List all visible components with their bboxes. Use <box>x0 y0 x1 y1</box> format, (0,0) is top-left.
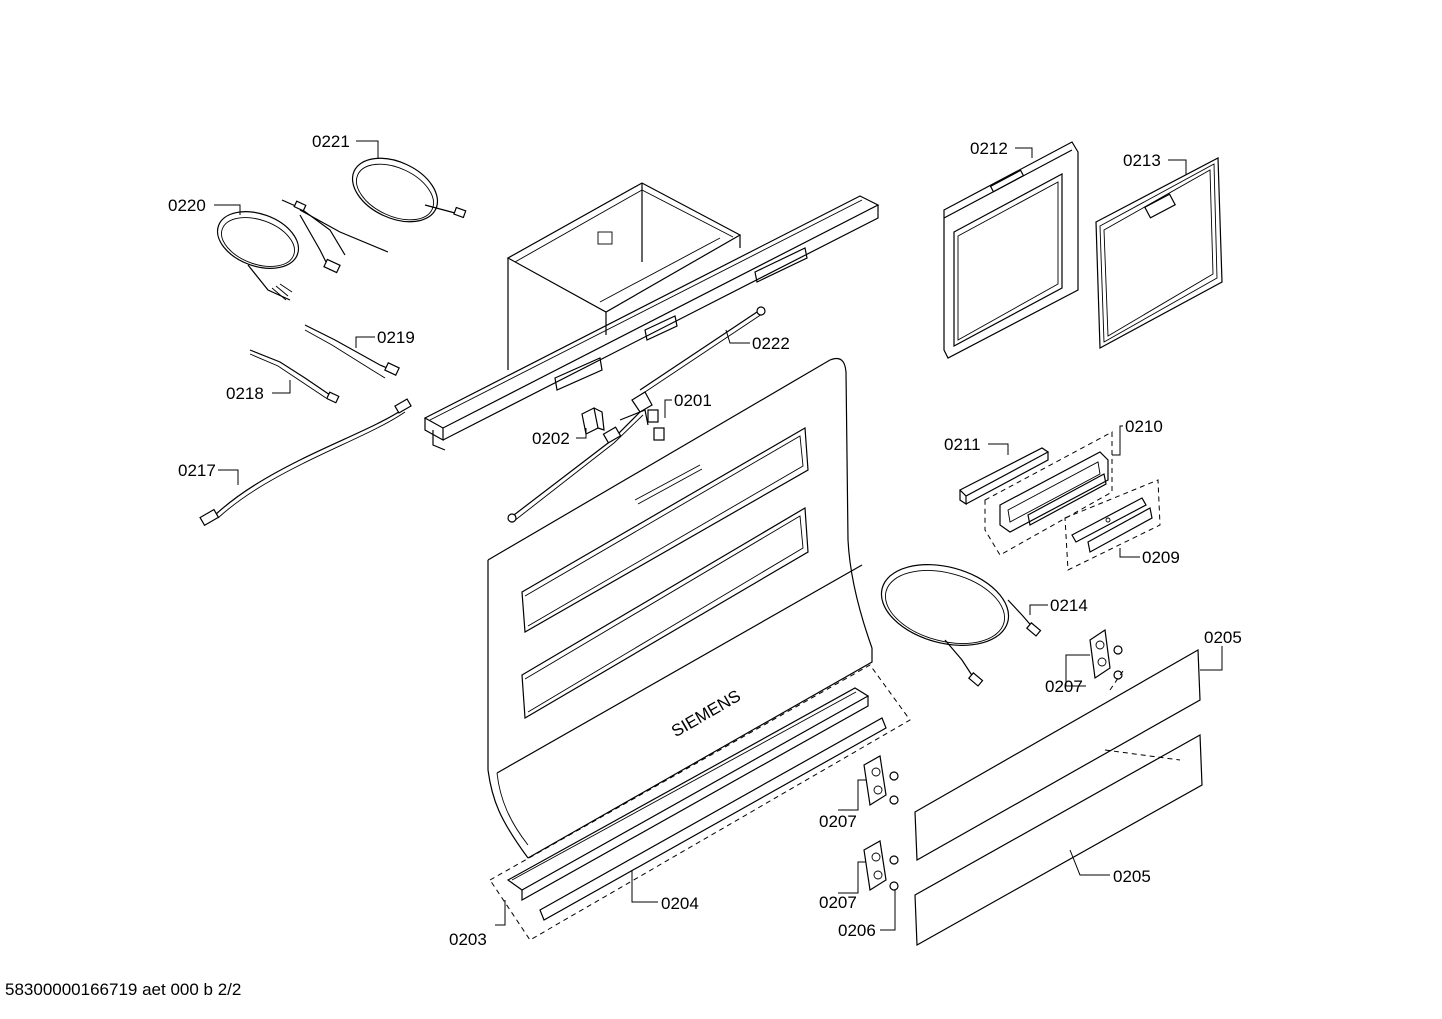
label-0219[interactable]: 0219 <box>377 328 415 347</box>
group-outline-0209 <box>1064 479 1161 571</box>
label-0206[interactable]: 0206 <box>838 921 876 940</box>
part-0219-harness[interactable] <box>304 324 400 379</box>
label-0218[interactable]: 0218 <box>226 384 264 403</box>
part-0201-sensor[interactable] <box>507 391 665 523</box>
part-0202-clip[interactable] <box>581 407 605 435</box>
label-0222[interactable]: 0222 <box>752 334 790 353</box>
label-0213[interactable]: 0213 <box>1123 151 1161 170</box>
label-0203[interactable]: 0203 <box>449 930 487 949</box>
part-0205-panel-upper[interactable] <box>914 648 1201 862</box>
part-0211-bracket[interactable] <box>958 447 1050 506</box>
label-0207-middle[interactable]: 0207 <box>819 812 857 831</box>
label-0207-lower[interactable]: 0207 <box>819 893 857 912</box>
part-0214-cable[interactable] <box>872 551 1042 687</box>
brand-logo: SIEMENS <box>668 686 744 741</box>
label-0205-lower[interactable]: 0205 <box>1113 867 1151 886</box>
part-0207-hinge-middle[interactable] <box>863 755 899 806</box>
label-0214[interactable]: 0214 <box>1050 596 1088 615</box>
assembly-line-0205 <box>1109 667 1126 691</box>
part-0207-hinge-upper[interactable] <box>1089 628 1123 680</box>
part-0212-filter-frame[interactable] <box>943 141 1079 359</box>
document-code: 58300000166719 aet 000 b 2/2 <box>5 980 242 999</box>
part-upper-rail[interactable] <box>423 195 880 451</box>
leader-lines <box>214 140 1223 931</box>
label-0217[interactable]: 0217 <box>178 461 216 480</box>
label-0220[interactable]: 0220 <box>168 196 206 215</box>
label-0204[interactable]: 0204 <box>661 894 699 913</box>
part-0209-strip[interactable] <box>1071 497 1153 553</box>
assembly-line-0205b <box>1104 749 1181 761</box>
part-0207-hinge-lower[interactable] <box>863 840 899 891</box>
group-outline-0210 <box>984 431 1113 556</box>
label-0210[interactable]: 0210 <box>1125 417 1163 436</box>
part-0220-cable[interactable] <box>210 201 307 301</box>
part-labels: 0221 0220 0219 0218 0217 0222 0201 0202 … <box>168 132 1242 949</box>
part-0213-grease-filter[interactable] <box>1095 157 1223 349</box>
label-0201[interactable]: 0201 <box>674 391 712 410</box>
part-0204-rail[interactable] <box>506 687 887 921</box>
part-0217-cable[interactable] <box>199 398 412 527</box>
part-0205-panel-lower[interactable] <box>914 733 1203 947</box>
label-0209[interactable]: 0209 <box>1142 548 1180 567</box>
label-0212[interactable]: 0212 <box>970 139 1008 158</box>
part-0218-harness[interactable] <box>249 349 340 404</box>
group-outline-0203 <box>489 664 911 941</box>
label-0202[interactable]: 0202 <box>532 429 570 448</box>
label-0211[interactable]: 0211 <box>944 435 981 454</box>
part-0222-rod[interactable] <box>639 306 766 395</box>
label-0205-upper[interactable]: 0205 <box>1204 628 1242 647</box>
part-harness-upper[interactable] <box>281 199 389 274</box>
part-0210-switch-housing[interactable] <box>999 451 1109 533</box>
label-0207-upper[interactable]: 0207 <box>1045 677 1083 696</box>
part-0221-cable[interactable] <box>342 146 467 235</box>
label-0221[interactable]: 0221 <box>312 132 350 151</box>
part-upper-housing[interactable] <box>506 182 742 370</box>
